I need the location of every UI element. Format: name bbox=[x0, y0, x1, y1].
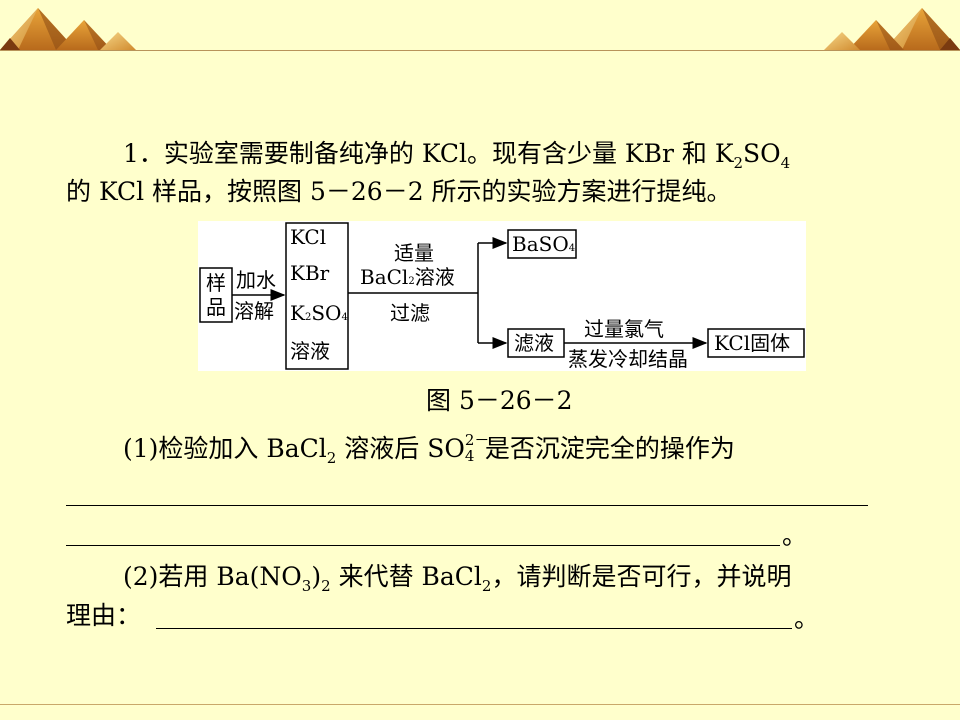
top-decorative-border bbox=[0, 8, 960, 50]
product-box bbox=[707, 328, 805, 358]
top-divider bbox=[0, 50, 960, 51]
reagent-label-bottom: 过滤 bbox=[390, 301, 430, 325]
period-1: 。 bbox=[782, 521, 808, 550]
reagent-label-top: 适量 bbox=[394, 241, 434, 265]
part2-question: (2)若用 Ba(NO3)2 来代替 BaCl2，请判断是否可行，并说明 bbox=[123, 562, 792, 595]
left-pyramid-decoration bbox=[0, 8, 136, 50]
sample-label-top: 样 bbox=[206, 271, 226, 295]
figure-caption: 图 5－26－2 bbox=[426, 386, 573, 415]
sample-label-bottom: 品 bbox=[206, 295, 226, 319]
product-label: KCl固体 bbox=[714, 331, 791, 355]
chlorine-label: 过量氯气 bbox=[584, 317, 664, 341]
solution-label: 溶液 bbox=[290, 339, 330, 363]
right-pyramid-decoration bbox=[824, 8, 960, 50]
filtrate-label: 滤液 bbox=[514, 331, 554, 355]
answer-blank-2[interactable] bbox=[66, 545, 780, 546]
solution-k2so4: K2SO4 bbox=[290, 301, 348, 325]
solution-kbr: KBr bbox=[290, 261, 330, 285]
solution-kcl: KCl bbox=[290, 225, 327, 249]
dissolve-label-top: 加水 bbox=[236, 268, 276, 292]
dissolve-label-bottom: 溶解 bbox=[234, 299, 274, 323]
question-intro-line-2: 的 KCl 样品，按照图 5－26－2 所示的实验方案进行提纯。 bbox=[66, 177, 732, 206]
precipitate-label: BaSO4 bbox=[512, 232, 576, 256]
precipitate-box bbox=[507, 229, 577, 259]
solution-box bbox=[285, 222, 349, 370]
question-intro-line-1: 1．实验室需要制备纯净的 KCl。现有含少量 KBr 和 K2SO4 bbox=[123, 139, 791, 172]
process-flow-diagram: 样 品 加水 溶解 KCl KBr K2SO4 溶液 适量 BaCl2溶液 过滤… bbox=[198, 221, 806, 371]
reagent-label-middle: BaCl2溶液 bbox=[360, 265, 455, 289]
answer-blank-3[interactable] bbox=[156, 628, 792, 629]
flow-diagram-lines bbox=[199, 222, 805, 370]
answer-blank-1[interactable] bbox=[66, 505, 868, 506]
crystallize-label: 蒸发冷却结晶 bbox=[568, 347, 688, 371]
part2-reason-label: 理由： bbox=[66, 601, 142, 630]
period-2: 。 bbox=[794, 604, 820, 633]
bottom-divider bbox=[0, 704, 960, 705]
